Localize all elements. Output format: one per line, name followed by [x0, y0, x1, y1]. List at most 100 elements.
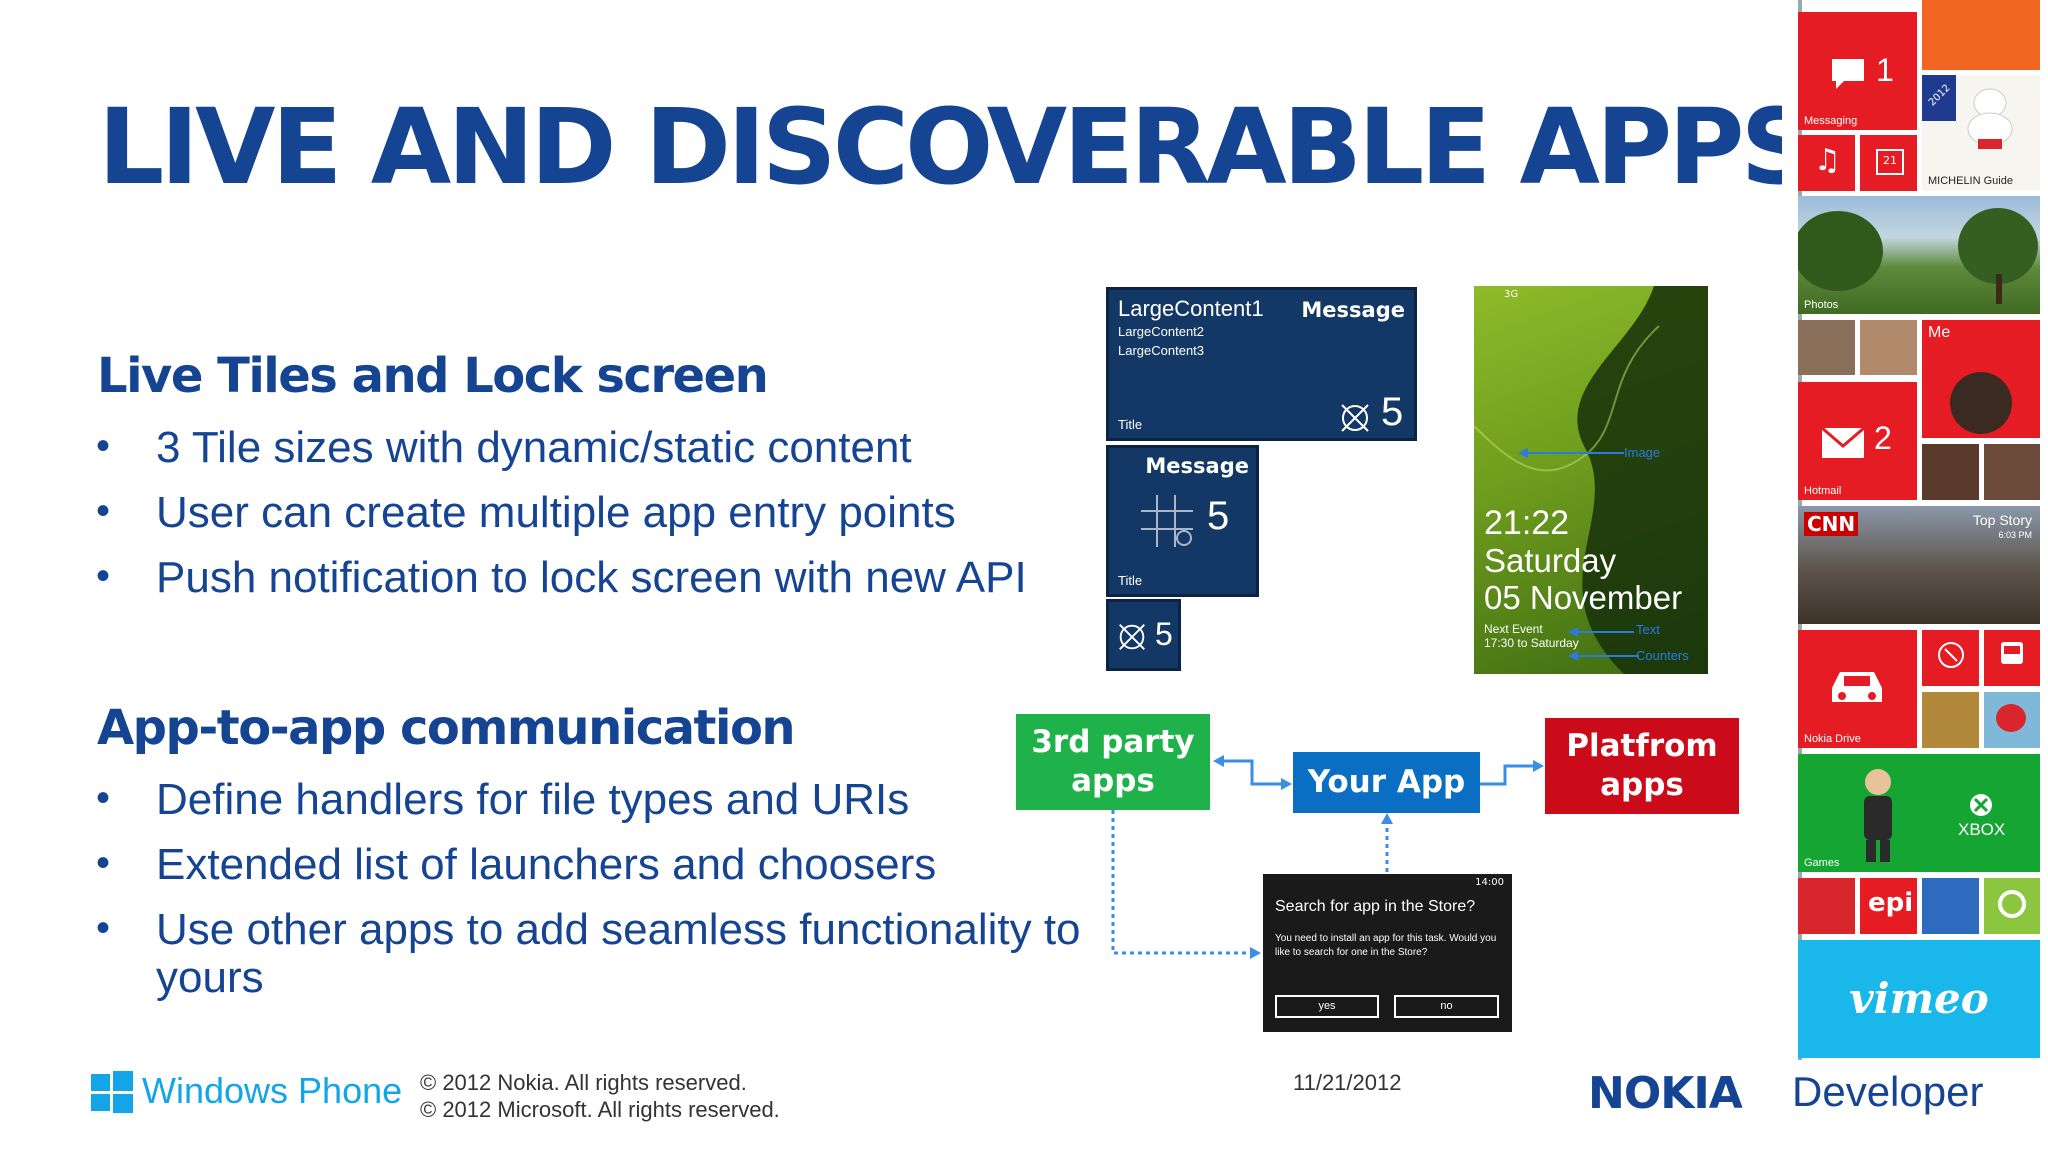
music-note-icon: ♫	[1814, 143, 1841, 178]
hotmail-count: 2	[1874, 420, 1892, 456]
status-network: 3G	[1504, 289, 1519, 300]
slide-date: 11/21/2012	[1293, 1070, 1402, 1095]
avatar	[1950, 372, 2012, 434]
third-party-apps-box: 3rd party apps	[1016, 714, 1210, 810]
xbox-games-tile[interactable]: XBOX Games	[1798, 754, 2040, 872]
tile-title-label: Title	[1118, 417, 1143, 432]
windows-phone-wordmark: Windows Phone	[142, 1070, 403, 1111]
vimeo-tile[interactable]: vimeo	[1798, 940, 2040, 1058]
tile-title-label: Title	[1118, 573, 1143, 588]
lock-time: 21:22	[1484, 504, 1570, 542]
diagram-connectors	[1111, 755, 1544, 959]
dialog-yes-button[interactable]: yes	[1275, 995, 1379, 1018]
epi-logo: epi	[1868, 888, 1914, 918]
crossed-circle-icon	[1119, 624, 1145, 650]
calendar-tile[interactable]: 21	[1860, 135, 1917, 191]
me-tile[interactable]: Me	[1922, 320, 2040, 438]
people-photo-tile[interactable]	[1798, 320, 1855, 375]
tile-count: 5	[1155, 616, 1173, 652]
xbox-label: XBOX	[1958, 820, 2006, 839]
xbox-sphere-icon	[1970, 794, 1992, 816]
medium-tile: Message 5 Title	[1106, 445, 1259, 597]
michelin-tile[interactable]: 2012 MICHELIN Guide	[1922, 75, 2040, 191]
tiger-app-tile[interactable]	[1922, 692, 1979, 748]
angry-birds-tile[interactable]	[1984, 692, 2040, 748]
bullet-dot: •	[96, 489, 111, 533]
maps-tile[interactable]	[1922, 630, 1979, 686]
store-dialog: 14:00 Search for app in the Store? You n…	[1263, 874, 1512, 1032]
bullet-text: Extended list of launchers and choosers	[156, 840, 937, 889]
bullet-text: 3 Tile sizes with dynamic/static content	[156, 423, 912, 472]
people-photo-tile[interactable]	[1984, 444, 2040, 500]
eu-badge	[1922, 75, 1956, 121]
windows-logo-icon	[91, 1071, 133, 1113]
nokia-drive-tile[interactable]: Nokia Drive	[1798, 630, 1917, 748]
developer-wordmark: Developer	[1792, 1068, 1984, 1115]
messaging-label: Messaging	[1804, 115, 1858, 127]
lock-annotation-arrows	[1518, 448, 1639, 661]
chat-bubble-icon	[1832, 59, 1864, 89]
wide-tile: LargeContent1 LargeContent2 LargeContent…	[1106, 287, 1417, 441]
nokia-drive-label: Nokia Drive	[1804, 733, 1861, 745]
photos-label: Photos	[1804, 299, 1839, 311]
michelin-man-icon	[1967, 88, 2013, 149]
bullet-dot: •	[96, 906, 111, 950]
people-photo-tile[interactable]	[1922, 444, 1979, 500]
camera-lens-icon	[1998, 890, 2026, 918]
small-tile: 5	[1106, 599, 1181, 671]
bullet-dot: •	[96, 424, 111, 468]
bullet-text: User can create multiple app entry point…	[156, 488, 956, 537]
transit-tile[interactable]	[1984, 630, 2040, 686]
photos-tile[interactable]: Photos	[1798, 196, 2040, 314]
bullet-dot: •	[96, 776, 111, 820]
hello-kitty-tile[interactable]	[1798, 878, 1855, 934]
bus-icon	[2001, 642, 2023, 664]
image-annotation: Image	[1624, 445, 1661, 460]
tile-large-content-3: LargeContent3	[1118, 343, 1205, 358]
dialog-no-button[interactable]: no	[1394, 995, 1499, 1018]
bullet-text: Define handlers for file types and URIs	[156, 775, 910, 824]
music-tile[interactable]: ♫	[1798, 135, 1855, 191]
lock-day: Saturday	[1484, 542, 1617, 579]
messaging-tile[interactable]: 1 Messaging	[1798, 12, 1917, 130]
start-screen-strip: 1 Messaging ♫ 21 2012 MICHELIN Guide Pho…	[1782, 0, 2048, 1060]
bullet-dot: •	[96, 841, 111, 885]
section-heading-app-to-app: App-to-app communication	[97, 700, 796, 756]
bullet-text: Push notification to lock screen with ne…	[156, 553, 1027, 602]
tile-message-label: Message	[1145, 454, 1249, 478]
bullet-text: Use other apps to add seamless functiona…	[156, 905, 1081, 1003]
crossed-circle-icon	[1341, 404, 1369, 432]
me-label: Me	[1928, 324, 1951, 341]
bullet-dot: •	[96, 554, 111, 598]
hotmail-tile[interactable]: 2 Hotmail	[1798, 382, 1917, 500]
tic-tac-toe-icon	[1141, 495, 1193, 547]
lock-event-time: 17:30 to Saturday	[1484, 636, 1579, 650]
vimeo-logo: vimeo	[1849, 974, 1989, 1023]
orange-tile[interactable]	[1922, 0, 2040, 70]
camera-app-tile[interactable]	[1984, 878, 2040, 934]
envelope-icon	[1821, 426, 1865, 458]
michelin-label: MICHELIN Guide	[1928, 175, 2013, 187]
top-story-time: 6:03 PM	[1998, 530, 2032, 540]
tile-large-content-2: LargeContent2	[1118, 324, 1205, 339]
nokia-logo: NOKIA	[1588, 1068, 1743, 1119]
tile-message-label: Message	[1301, 298, 1405, 322]
car-icon	[1832, 672, 1882, 702]
leaf-image	[1474, 286, 1708, 674]
tile-count: 5	[1381, 390, 1404, 434]
copyright-microsoft: © 2012 Microsoft. All rights reserved.	[420, 1097, 780, 1122]
platform-apps-box: Platfrom apps	[1545, 718, 1739, 814]
tile-large-content-1: LargeContent1	[1118, 296, 1264, 321]
compass-icon	[1938, 642, 1964, 668]
your-app-box: Your App	[1293, 752, 1480, 813]
top-story-label: Top Story	[1972, 512, 2032, 528]
games-label: Games	[1804, 857, 1840, 869]
dialog-time: 14:00	[1475, 877, 1504, 888]
epicurious-tile[interactable]: epi	[1860, 878, 1917, 934]
park-photo	[1798, 208, 2038, 304]
lock-date: 05 November	[1484, 579, 1683, 616]
cnn-tile[interactable]: CNN Top Story 6:03 PM	[1798, 506, 2040, 624]
sesame-street-tile[interactable]	[1922, 878, 1979, 934]
slide-title: LIVE AND DISCOVERABLE APPS	[98, 86, 1815, 208]
people-photo-tile[interactable]	[1860, 320, 1917, 375]
